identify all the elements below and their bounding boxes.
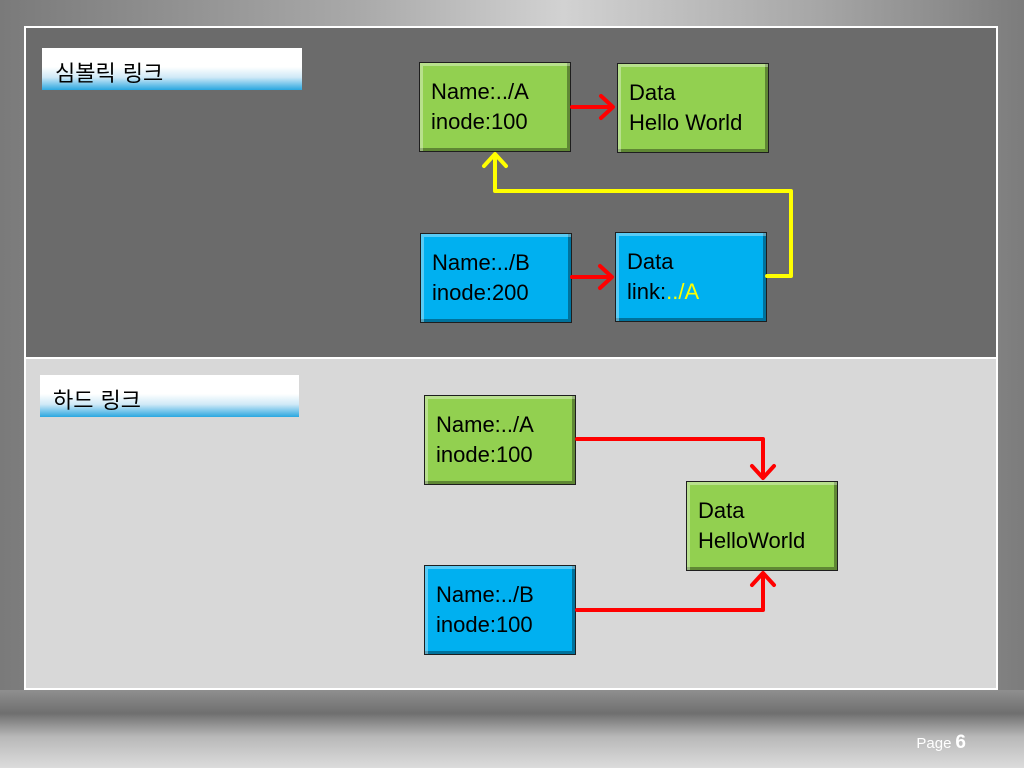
symbolic-inode-a-box: Name:../A inode:100 <box>419 62 571 152</box>
inode-name: Name:../A <box>431 79 529 104</box>
hard-arrow-a-to-data <box>575 437 776 480</box>
data-heading: Data <box>698 498 745 523</box>
hard-inode-a-box: Name:../A inode:100 <box>424 395 576 485</box>
symbolic-inode-b-box: Name:../B inode:200 <box>420 233 572 323</box>
data-heading: Data <box>629 80 676 105</box>
link-prefix: link: <box>627 279 667 304</box>
symbolic-link-title: 심볼릭 링크 <box>42 48 302 90</box>
symbolic-data-a-box: Data Hello World <box>617 63 769 153</box>
symbolic-link-arrow <box>482 152 793 278</box>
page-label: Page <box>916 735 952 752</box>
inode-name: Name:../B <box>436 582 534 607</box>
arrow-inode-b-to-data <box>570 264 614 290</box>
data-link-line: link:../A <box>627 277 766 307</box>
hard-arrow-b-to-data <box>575 571 776 612</box>
data-heading: Data <box>627 249 674 274</box>
hard-link-title: 하드 링크 <box>40 375 299 417</box>
data-content: Hello World <box>629 110 743 135</box>
inode-name: Name:../B <box>432 250 530 275</box>
data-content: HelloWorld <box>698 528 806 553</box>
arrow-inode-a-to-data <box>570 94 615 120</box>
symbolic-data-b-box: Data link:../A <box>615 232 767 322</box>
page-number: 6 <box>955 732 966 753</box>
inode-number: inode:200 <box>432 280 529 305</box>
hard-data-box: Data HelloWorld <box>686 481 838 571</box>
slide-bottom-band <box>0 690 1024 768</box>
inode-number: inode:100 <box>436 442 533 467</box>
inode-number: inode:100 <box>431 109 528 134</box>
link-target: ../A <box>666 279 700 304</box>
inode-number: inode:100 <box>436 612 533 637</box>
hard-inode-b-box: Name:../B inode:100 <box>424 565 576 655</box>
inode-name: Name:../A <box>436 412 534 437</box>
